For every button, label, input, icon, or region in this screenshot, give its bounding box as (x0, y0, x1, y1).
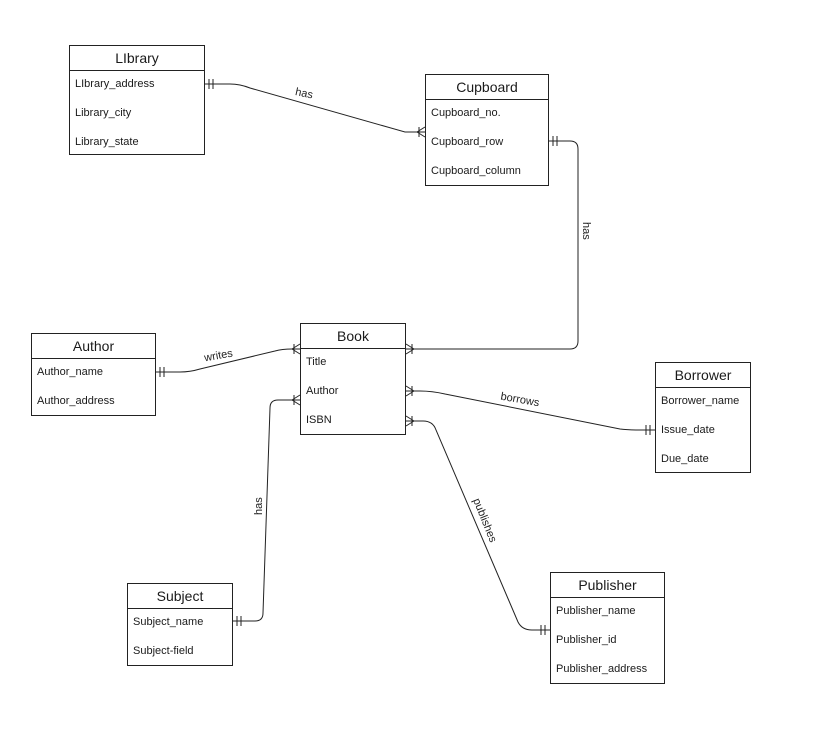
entity-title: Publisher (551, 573, 664, 598)
attribute: Due_date (661, 453, 709, 465)
attribute: Author_name (37, 366, 104, 378)
entity-publisher[interactable]: Publisher Publisher_name Publisher_id Pu… (550, 572, 665, 684)
entity-cupboard[interactable]: Cupboard Cupboard_no. Cupboard_row Cupbo… (425, 74, 549, 186)
attribute: Publisher_address (556, 663, 648, 675)
label-author-writes: writes (202, 347, 234, 364)
edge-book-publisher[interactable] (405, 415, 550, 635)
attribute: Title (306, 356, 327, 368)
attribute: Publisher_id (556, 634, 617, 646)
attribute: ISBN (306, 414, 332, 426)
edge-author-book[interactable] (156, 343, 301, 377)
attribute: Library_city (75, 107, 132, 119)
entity-title: Borrower (656, 363, 750, 388)
entity-title: Author (32, 334, 155, 359)
attribute: Borrower_name (661, 395, 740, 407)
attribute: Author_address (37, 395, 115, 407)
attribute: Cupboard_row (431, 136, 504, 148)
attribute: Library_state (75, 136, 139, 148)
entity-title: Cupboard (426, 75, 548, 100)
attribute: Cupboard_no. (431, 107, 501, 119)
attribute: Publisher_name (556, 605, 636, 617)
attribute: Subject-field (133, 645, 194, 657)
edge-book-borrower[interactable] (405, 385, 655, 435)
entity-subject[interactable]: Subject Subject_name Subject-field (127, 583, 233, 666)
edge-cupboard-book[interactable] (405, 136, 579, 355)
entity-title: Subject (128, 584, 232, 609)
attribute: LIbrary_address (75, 78, 155, 90)
entity-borrower[interactable]: Borrower Borrower_name Issue_date Due_da… (655, 362, 751, 473)
label-subject-has: has (253, 497, 265, 515)
edge-subject-book[interactable] (233, 394, 301, 626)
attribute: Author (306, 385, 339, 397)
attribute: Issue_date (661, 424, 715, 436)
entity-library[interactable]: LIbrary LIbrary_address Library_city Lib… (69, 45, 205, 155)
entity-title: LIbrary (70, 46, 204, 71)
label-cupboard-has: has (580, 222, 592, 240)
entity-author[interactable]: Author Author_name Author_address (31, 333, 156, 416)
edge-library-cupboard[interactable] (205, 79, 426, 138)
entity-title: Book (301, 324, 405, 349)
label-library-has: has (294, 86, 314, 102)
attribute: Subject_name (133, 616, 204, 628)
entity-book[interactable]: Book Title Author ISBN (300, 323, 406, 435)
attribute: Cupboard_column (431, 165, 521, 177)
